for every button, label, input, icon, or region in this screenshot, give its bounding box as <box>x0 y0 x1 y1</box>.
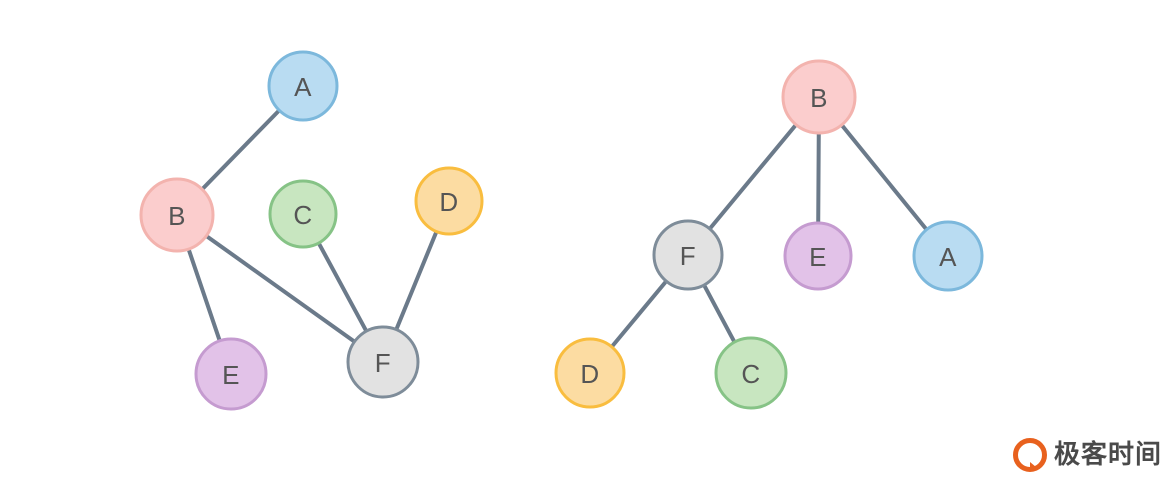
edge-B-E <box>186 246 223 344</box>
node-circle-E[interactable] <box>783 221 853 291</box>
node-D[interactable]: D <box>554 337 626 409</box>
node-circle-B[interactable] <box>139 177 215 253</box>
node-circle-A[interactable] <box>912 220 984 292</box>
edge-B-E <box>816 129 821 227</box>
node-label-A: A <box>939 242 957 272</box>
node-D[interactable]: D <box>414 166 484 236</box>
node-label-C: C <box>741 359 760 389</box>
geektime-logo-icon <box>1013 438 1047 472</box>
node-A[interactable]: A <box>267 50 339 122</box>
node-A[interactable]: A <box>912 220 984 292</box>
node-label-F: F <box>680 241 696 271</box>
node-circle-F[interactable] <box>652 219 724 291</box>
node-B[interactable]: B <box>139 177 215 253</box>
edge-layer <box>609 121 930 350</box>
node-C[interactable]: C <box>714 336 788 410</box>
node-circle-E[interactable] <box>194 337 268 411</box>
node-label-E: E <box>809 242 827 272</box>
node-label-B: B <box>168 201 186 231</box>
node-circle-D[interactable] <box>554 337 626 409</box>
node-label-C: C <box>293 200 312 230</box>
edge-D-F <box>393 228 439 333</box>
edge-B-A <box>839 122 930 233</box>
node-F[interactable]: F <box>652 219 724 291</box>
undirected-graph: A B C D E F <box>139 50 484 411</box>
node-label-F: F <box>375 348 391 378</box>
edge-C-F <box>316 240 369 335</box>
graphs-root: A B C D E F B F E A D C <box>139 50 984 411</box>
node-circle-A[interactable] <box>267 50 339 122</box>
watermark-text: 极客时间 <box>1054 440 1163 470</box>
node-circle-C[interactable] <box>714 336 788 410</box>
node-F[interactable]: F <box>346 325 420 399</box>
edge-F-D <box>609 278 669 350</box>
edge-B-F <box>707 121 799 232</box>
node-layer: A B C D E F <box>139 50 484 411</box>
watermark: 极客时间 <box>1013 438 1162 472</box>
node-circle-C[interactable] <box>268 179 338 249</box>
node-label-A: A <box>294 72 312 102</box>
node-circle-D[interactable] <box>414 166 484 236</box>
node-B[interactable]: B <box>781 59 857 135</box>
node-circle-F[interactable] <box>346 325 420 399</box>
rooted-tree: B F E A D C <box>554 59 984 410</box>
node-circle-B[interactable] <box>781 59 857 135</box>
node-layer: B F E A D C <box>554 59 984 410</box>
node-label-D: D <box>439 187 458 217</box>
edge-F-C <box>701 282 737 346</box>
node-label-B: B <box>810 83 828 113</box>
node-E[interactable]: E <box>194 337 268 411</box>
edge-B-F <box>203 233 358 345</box>
edge-layer <box>186 107 439 345</box>
edge-B-A <box>199 107 282 192</box>
node-C[interactable]: C <box>268 179 338 249</box>
node-label-D: D <box>580 359 599 389</box>
node-E[interactable]: E <box>783 221 853 291</box>
node-label-E: E <box>222 360 240 390</box>
